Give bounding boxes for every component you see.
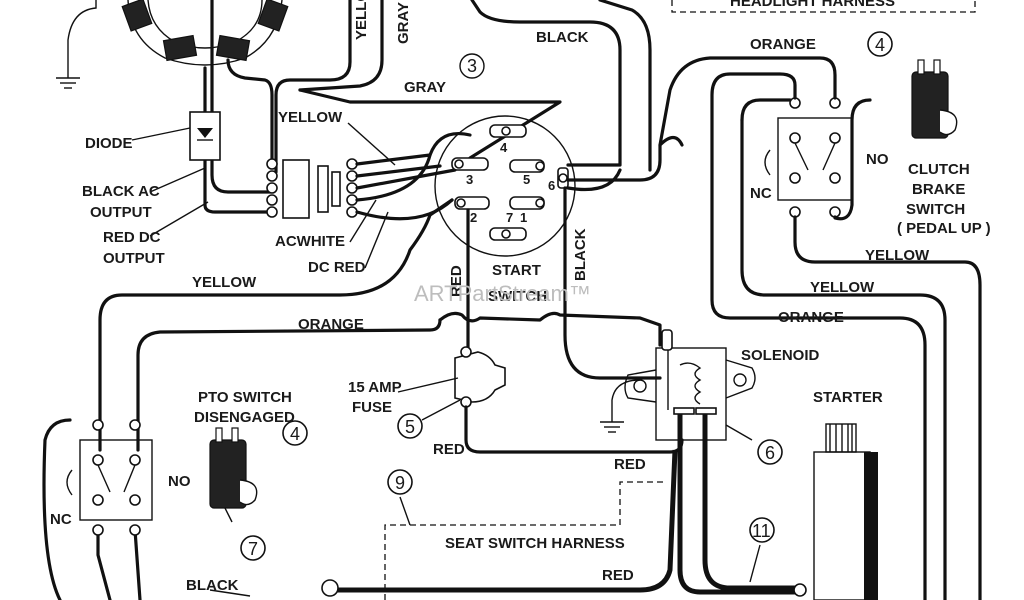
wire-red-fuse bbox=[464, 405, 684, 454]
start-switch-label-2: SWITCH bbox=[488, 288, 547, 305]
seat-switch-harness-box bbox=[384, 481, 665, 600]
pto-label-2: DISENGAGED bbox=[194, 409, 295, 426]
clutch-label-3: SWITCH bbox=[906, 201, 965, 218]
solenoid-label: SOLENOID bbox=[741, 347, 820, 364]
wire-label-red-switch: RED bbox=[448, 265, 465, 297]
pto-nc-label: NC bbox=[50, 511, 72, 528]
terminal-4: 4 bbox=[500, 140, 508, 155]
wire-gray-top bbox=[298, 0, 384, 92]
red-dc-label-1: RED DC bbox=[103, 229, 161, 246]
start-switch-label-1: START bbox=[492, 262, 541, 279]
wire-alt-to-connector-top bbox=[226, 58, 274, 164]
pto-switch-schematic bbox=[66, 419, 153, 536]
wire-label-yellow-left: YELLOW bbox=[192, 274, 257, 291]
wire-red-solenoid bbox=[677, 414, 800, 595]
fuse-callout-number: 5 bbox=[405, 417, 415, 437]
clutch-switch-picture bbox=[911, 59, 958, 139]
wire-label-yellow-mid: YELLOW bbox=[278, 109, 343, 126]
wire-yellow-right1 bbox=[793, 215, 982, 600]
starter-motor bbox=[793, 423, 878, 600]
terminal-3: 3 bbox=[466, 172, 473, 187]
seat-harness-callout-number: 9 bbox=[395, 473, 405, 493]
callout-4-clutch bbox=[867, 31, 893, 57]
terminal-7: 7 bbox=[506, 210, 513, 225]
black-ac-label-2: OUTPUT bbox=[90, 204, 152, 221]
fuse-label-2: FUSE bbox=[352, 399, 392, 416]
clutch-no-label: NO bbox=[866, 151, 889, 168]
clutch-label-4: ( PEDAL UP ) bbox=[897, 220, 991, 237]
wire-black-ac bbox=[210, 0, 272, 194]
pto-callout-number: 4 bbox=[290, 424, 300, 444]
wire-yellow-right2 bbox=[833, 98, 872, 221]
terminal-1: 1 bbox=[520, 210, 527, 225]
solenoid-callout-number: 6 bbox=[765, 443, 775, 463]
wire-yellow-left bbox=[98, 198, 454, 422]
acwhite-label: ACWHITE bbox=[275, 233, 345, 250]
wire-label-yellow-top: YELLOW bbox=[353, 0, 370, 40]
pto-no-label: NO bbox=[168, 473, 191, 490]
watermark: ARTPartStream™ bbox=[414, 281, 591, 306]
wire-label-red-solenoid: RED bbox=[614, 456, 646, 473]
dc-red-label: DC RED bbox=[308, 259, 366, 276]
diode-symbol bbox=[189, 111, 221, 161]
wire-label-orange-top: ORANGE bbox=[750, 36, 816, 53]
start-switch-number: 3 bbox=[467, 56, 477, 76]
wire-black-switch bbox=[563, 186, 662, 380]
wire-red-bottom bbox=[330, 449, 678, 593]
terminal-6: 6 bbox=[548, 178, 555, 193]
start-switch bbox=[434, 115, 576, 257]
alternator-stator bbox=[121, 0, 289, 66]
diode-label: DIODE bbox=[85, 135, 133, 152]
wire-yellow-mid bbox=[355, 132, 472, 202]
terminal-2: 2 bbox=[470, 210, 477, 225]
clutch-label-1: CLUTCH bbox=[908, 161, 970, 178]
headlight-harness-box bbox=[671, 0, 976, 13]
clutch-brake-switch-schematic bbox=[764, 97, 853, 218]
ground-symbol-alternator bbox=[56, 0, 97, 89]
wire-orange-left bbox=[438, 311, 662, 347]
wire-label-yellow-right1: YELLOW bbox=[865, 247, 930, 264]
pto-label-1: PTO SWITCH bbox=[198, 389, 292, 406]
wire-label-orange-left: ORANGE bbox=[298, 316, 364, 333]
wire-label-gray-top: GRAY bbox=[395, 2, 412, 44]
wire-label-black-switch: BLACK bbox=[572, 228, 589, 281]
wire-orange-top bbox=[658, 56, 837, 147]
solenoid bbox=[624, 329, 756, 441]
ground-symbol-solenoid bbox=[600, 379, 641, 433]
wire-label-yellow-right2: YELLOW bbox=[810, 279, 875, 296]
callout-7-number: 7 bbox=[248, 539, 258, 559]
wire-label-black-top: BLACK bbox=[536, 29, 589, 46]
clutch-label-2: BRAKE bbox=[912, 181, 965, 198]
terminal-5: 5 bbox=[523, 172, 530, 187]
pto-switch-picture bbox=[209, 427, 258, 523]
headlight-harness-label: HEADLIGHT HARNESS bbox=[730, 0, 895, 10]
wire-label-red-fuse: RED bbox=[433, 441, 465, 458]
wire-label-red-bottom: RED bbox=[602, 567, 634, 584]
starter-label: STARTER bbox=[813, 389, 883, 406]
wire-label-orange-right: ORANGE bbox=[778, 309, 844, 326]
clutch-callout-number: 4 bbox=[875, 35, 885, 55]
fuse-label-1: 15 AMP bbox=[348, 379, 402, 396]
fuse-holder bbox=[454, 346, 506, 408]
callout-11-number: 11 bbox=[752, 521, 771, 541]
alternator-connector bbox=[266, 158, 358, 219]
clutch-nc-label: NC bbox=[750, 185, 772, 202]
red-dc-label-2: OUTPUT bbox=[103, 250, 165, 267]
wire-label-gray-mid: GRAY bbox=[404, 79, 446, 96]
wire-black-top bbox=[470, 0, 622, 167]
black-ac-label-1: BLACK AC bbox=[82, 183, 160, 200]
wire-label-black-seat: BLACK bbox=[186, 577, 239, 594]
seat-harness-label: SEAT SWITCH HARNESS bbox=[445, 535, 625, 552]
